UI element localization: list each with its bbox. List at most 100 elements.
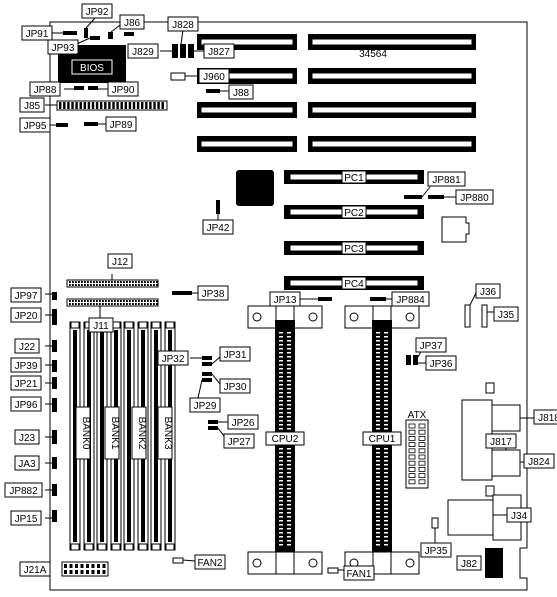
cpu-pin [287,472,291,474]
jp91-label: JP91 [26,29,49,40]
j829-pins [172,44,178,58]
atx-pin [408,479,416,485]
jp42-jumper [216,200,220,214]
cpu-pin [376,512,380,514]
pin [117,281,119,283]
pin [153,284,155,286]
jp95-label: JP95 [24,121,47,132]
j34-callout-box [506,507,532,523]
cpu-pin [384,464,388,466]
pin [78,300,80,302]
j22-callout-box [14,338,40,354]
j818-label: J818 [538,413,557,424]
j12-pins [69,281,158,286]
cpu-pin [287,388,291,390]
pin [96,284,98,286]
jp15-label: JP15 [15,514,38,525]
pin [135,300,137,302]
cpu-pin [376,376,380,378]
pin [126,303,128,305]
cpu-pin [376,516,380,518]
pin [71,102,74,109]
pin [147,284,149,286]
jp89-callout-box [105,116,137,132]
j817-label: J817 [490,437,512,448]
jp882-label: JP882 [9,486,38,497]
pin [102,564,106,568]
jp884-callout-box [391,291,430,307]
cpu-pin [279,396,283,398]
atx-pin [418,442,426,448]
pin [67,102,70,109]
atx-pin [408,429,416,435]
pin [120,284,122,286]
left-edge-jumpers [52,292,57,522]
pin [123,284,125,286]
dimm-latch [151,321,161,329]
pin [141,300,143,302]
cpu-pin [376,412,380,414]
j817-port-connector [461,382,521,497]
pin [156,300,158,302]
pin [72,300,74,302]
cpu-pin [376,400,380,402]
cpu-pin [376,536,380,538]
ja3-label: JA3 [18,459,36,470]
dimm-latch [70,543,80,551]
jp38-label: JP38 [202,289,225,300]
pin [138,300,140,302]
jp91-jumper [63,31,77,35]
pin [150,300,152,302]
pin [124,102,127,109]
cpu-pin [376,356,380,358]
cpu-pin [287,500,291,502]
pin [153,281,155,283]
j88-label: J88 [233,88,250,99]
cpu-pin [384,420,388,422]
jp90-jumper [88,86,98,90]
pin [117,300,119,302]
pin [116,102,119,109]
pin [132,281,134,283]
pin [108,102,111,109]
j36-connector [464,304,471,328]
atx-pin [418,466,426,472]
dimm-latch [124,543,134,551]
bank2-label-box [131,406,147,460]
pin [147,303,149,305]
pin [108,281,110,283]
dimm-latch [138,321,148,329]
cpu-pin [384,540,388,542]
cpu-pin [287,480,291,482]
pin [123,300,125,302]
atx-pin [418,454,426,460]
jp96-label: JP96 [15,400,38,411]
pin [87,303,89,305]
cpu-pin [376,372,380,374]
cpu-pin [279,492,283,494]
cpu-pin [384,372,388,374]
j11-header [66,298,159,307]
pin [84,281,86,283]
atx-pin [408,435,416,441]
fan1-connector [327,567,339,574]
j86-callout-box [119,14,145,30]
cpu-pin [279,332,283,334]
pin [111,284,113,286]
pc2-label: PC2 [344,208,364,219]
cpu-pin [384,496,388,498]
jp37-jumper [406,355,411,365]
cpu-pin [287,352,291,354]
pin [79,102,82,109]
pin [91,102,95,109]
j818-callout-box [533,409,557,425]
pin [100,102,103,109]
jp13-callout-box [269,291,301,307]
cpu-pin [376,352,380,354]
cpu-pin [287,540,291,542]
pin [108,303,110,305]
jp26-callout-box [227,414,259,430]
dimm-latch [138,543,148,551]
cpu-pin [384,388,388,390]
cpu-pin [279,544,283,546]
